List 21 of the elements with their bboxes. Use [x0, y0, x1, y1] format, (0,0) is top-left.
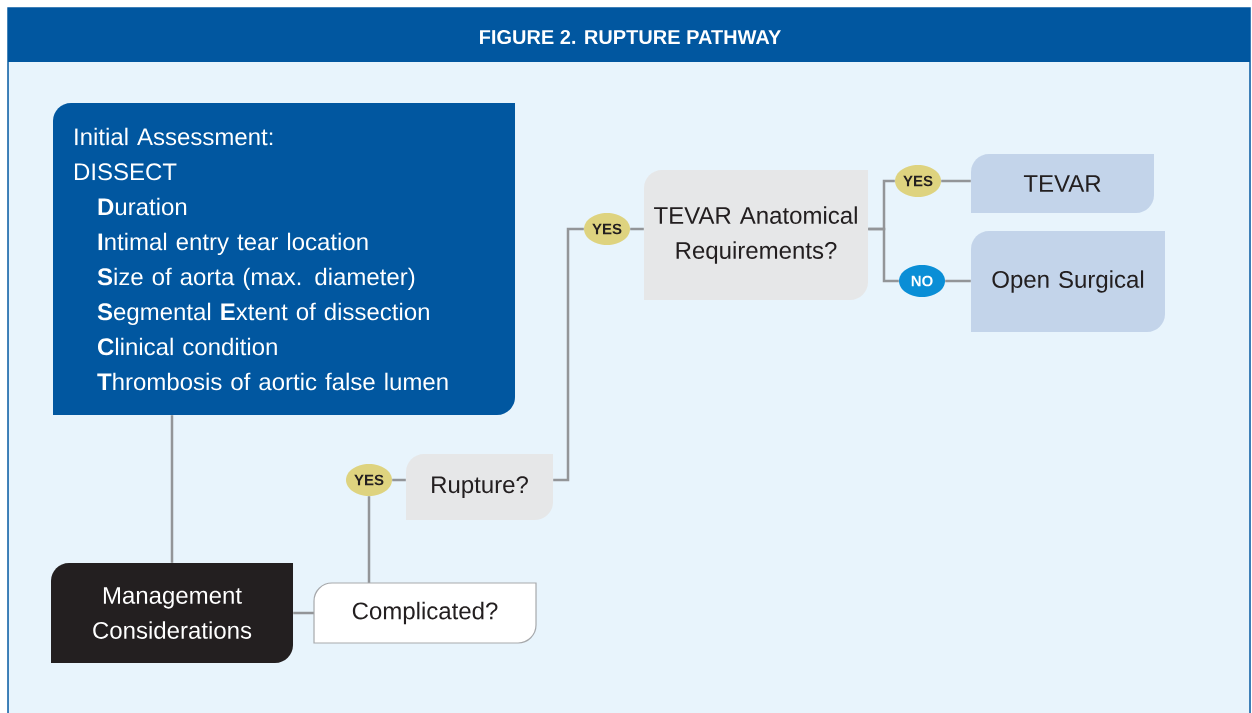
connector-line	[392, 478, 406, 482]
outcome-box: Open Surgical	[971, 231, 1165, 332]
management-box: Management Considerations	[51, 563, 293, 663]
connector-line	[868, 227, 899, 283]
connector-line	[553, 227, 584, 482]
outcome-box: TEVAR	[971, 154, 1154, 213]
connector-line	[293, 611, 314, 615]
connector-line	[945, 279, 971, 283]
answer-oval: YES	[346, 464, 392, 496]
connector-line	[630, 227, 644, 231]
answer-oval: YES	[895, 165, 941, 197]
connector-line	[941, 179, 971, 183]
connector-line	[367, 496, 371, 583]
decision-box: Complicated?	[313, 582, 537, 644]
assessment-box: Initial Assessment: DISSECT Duration Intimal entry tear location Size of aorta (max. diameter) Segmental Extent of dissection Clinical condition Thrombosis of aortic false lumen	[53, 103, 515, 415]
answer-oval: NO	[899, 265, 945, 297]
decision-box: Rupture?	[406, 454, 553, 520]
decision-box: TEVAR Anatomical Requirements?	[644, 170, 868, 300]
connector-line	[170, 415, 174, 563]
figure-title: FIGURE 2. RUPTURE PATHWAY	[480, 29, 781, 45]
answer-oval: YES	[584, 213, 630, 245]
